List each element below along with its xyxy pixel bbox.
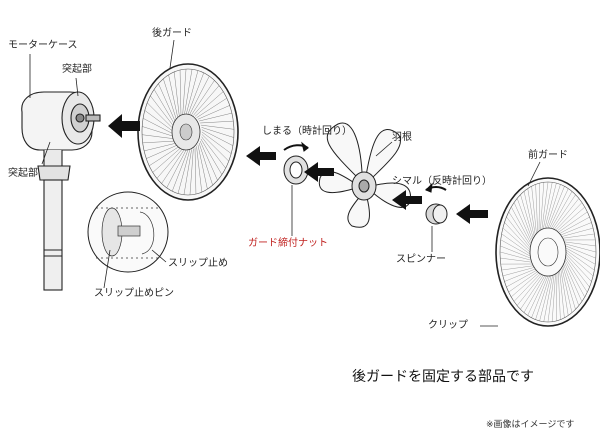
image-note: ※画像はイメージです [486, 420, 574, 431]
label-motor-case: モーターケース [8, 40, 78, 52]
motor-unit [22, 92, 100, 290]
arrow-nut-to-rear-guard [246, 146, 276, 166]
label-blade: 羽根 [392, 132, 412, 144]
label-slip-stop-pin: スリップ止めピン [94, 288, 174, 300]
guard-nut-drawing [284, 156, 308, 236]
label-clip: クリップ [428, 320, 468, 332]
label-rear-guard: 後ガード [152, 28, 192, 40]
label-front-guard: 前ガード [528, 150, 568, 162]
arrow-front-guard-to-spinner [456, 204, 488, 224]
label-spinner: スピンナー [396, 254, 446, 266]
inset-detail [88, 192, 168, 288]
label-shimaru-counterclockwise: シマル（反時計回り） [392, 176, 492, 188]
spinner-drawing [426, 204, 447, 252]
label-guard-nut: ガード締付ナット [248, 238, 328, 250]
label-slip-stop: スリップ止め [168, 258, 228, 270]
label-protrusion-top: 突起部 [62, 64, 92, 76]
label-protrusion-left: 突起部 [8, 168, 38, 180]
rear-guard-drawing [138, 40, 238, 200]
front-guard-drawing [480, 162, 600, 326]
arrow-rear-guard-to-motor [108, 114, 140, 138]
caption: 後ガードを固定する部品です [352, 368, 534, 386]
label-tighten-clockwise: しまる（時計回り） [262, 126, 352, 138]
